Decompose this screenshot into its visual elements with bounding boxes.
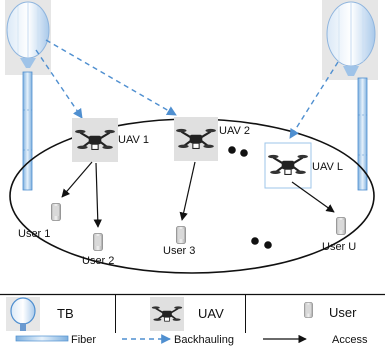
tethered-balloon-right: [322, 0, 378, 80]
legend-fiber-label: Fiber: [71, 334, 96, 346]
uav-l-label: UAV L: [312, 161, 343, 173]
legend-tb-label: TB: [57, 306, 74, 321]
legend-backhauling-label: Backhauling: [174, 334, 234, 346]
uav-2: [174, 117, 218, 161]
uav-1: [72, 118, 118, 162]
legend: TB UAV User Fiber Backhauling Access: [0, 293, 385, 346]
user-1-label: User 1: [18, 228, 50, 240]
fiber-tether-left: [22, 71, 33, 191]
fiber-tether-right: [357, 77, 368, 191]
user-u: [336, 217, 346, 235]
backhaul-links: [35, 39, 339, 139]
user-2-label: User 2: [82, 255, 114, 267]
user-u-label: User U: [322, 241, 356, 253]
backhaul-link-tb-uav2: [45, 39, 177, 116]
user-2: [93, 233, 103, 251]
legend-tb-icon: [6, 297, 40, 331]
legend-access-label: Access: [332, 334, 368, 346]
legend-user-icon: [304, 302, 313, 318]
uav-ellipsis-dots: [228, 146, 248, 157]
user-1: [51, 203, 61, 221]
uav-l: [264, 142, 312, 189]
access-link-uav2-user3: [179, 161, 196, 221]
uav-1-label: UAV 1: [118, 134, 149, 146]
user-3-label: User 3: [163, 245, 195, 257]
uav-2-label: UAV 2: [219, 125, 250, 137]
access-link-uav1-user1: [61, 161, 93, 198]
legend-uav-label: UAV: [198, 306, 224, 321]
access-link-uavl-useru: [291, 181, 335, 213]
legend-fiber-swatch: [15, 335, 69, 342]
backhaul-link-tb-uav1: [35, 49, 83, 119]
tethered-balloon-left: [5, 0, 51, 75]
legend-uav-icon: [150, 297, 184, 331]
user-3: [176, 226, 186, 244]
access-link-uav1-user2: [93, 162, 102, 228]
user-ellipsis-dots: [251, 237, 272, 249]
backhaul-link-tb-uavl: [289, 61, 339, 139]
legend-user-label: User: [329, 305, 357, 320]
access-links: [61, 161, 335, 228]
